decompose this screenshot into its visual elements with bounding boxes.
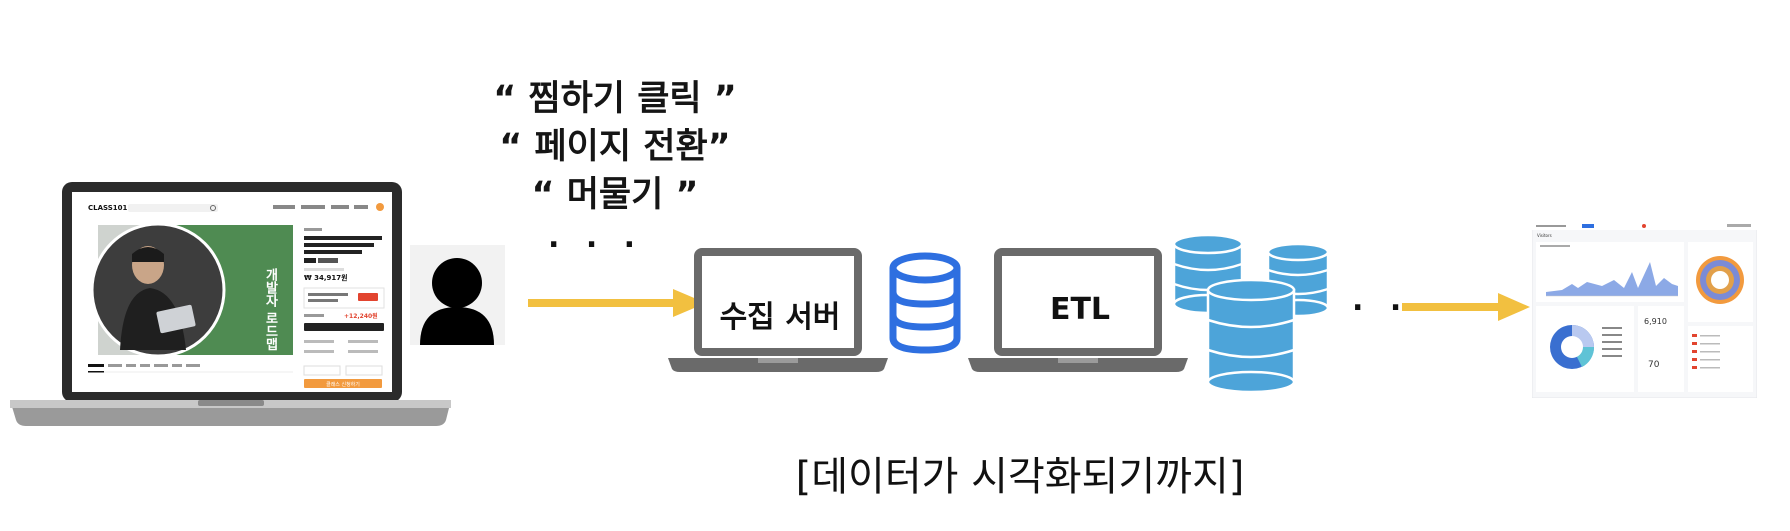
site-promo: +12,240원 bbox=[344, 312, 378, 320]
site-header: CLASS101 bbox=[88, 203, 384, 212]
action-stay: “ 머물기 ” bbox=[531, 175, 699, 215]
dashboard-icon: Visitors 6,910 70 bbox=[1532, 222, 1757, 398]
collect-server-laptop-icon bbox=[668, 248, 888, 372]
dashboard-stat-2: 70 bbox=[1648, 360, 1660, 370]
site-price: ₩ 34,917원 bbox=[304, 273, 348, 282]
database-stack-icon bbox=[1172, 234, 1330, 394]
pipeline-ellipsis: . . . bbox=[1352, 283, 1448, 318]
dashboard-title: Visitors bbox=[1537, 233, 1552, 238]
site-tabs bbox=[88, 364, 200, 373]
arrow-right-icon bbox=[1402, 293, 1530, 321]
site-logo: CLASS101 bbox=[88, 204, 128, 212]
action-like-click: “ 찜하기 클릭 ” bbox=[493, 79, 737, 119]
collect-server-label: 수집 서버 bbox=[719, 300, 841, 335]
person-icon bbox=[410, 245, 505, 345]
actions-ellipsis: . . . bbox=[548, 220, 644, 255]
etl-label: ETL bbox=[1049, 292, 1111, 327]
dashboard-stat-1: 6,910 bbox=[1644, 317, 1667, 326]
arrow-right-icon bbox=[528, 289, 706, 317]
website-laptop-icon: CLASS101 개발자 로드맵 ₩ 34,917원 +12,240원 클래스 … bbox=[10, 182, 451, 426]
diagram-caption: [데이터가 시각화되기까지] bbox=[795, 454, 1245, 500]
etl-laptop-icon bbox=[968, 248, 1188, 372]
action-page-change: “ 페이지 전환” bbox=[499, 127, 731, 167]
banner-text: 개발자 로드맵 bbox=[263, 268, 278, 352]
site-cta: 클래스 신청하기 bbox=[326, 381, 360, 388]
database-icon bbox=[889, 252, 961, 354]
